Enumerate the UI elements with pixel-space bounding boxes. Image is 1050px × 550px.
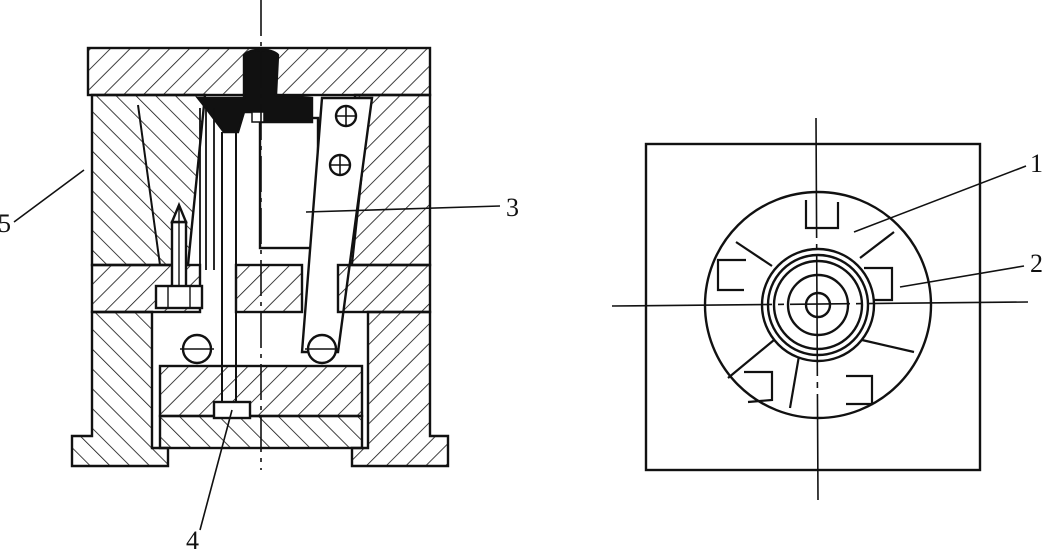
callout-1: 1 (1030, 149, 1043, 178)
sprue-runner (195, 48, 314, 134)
core-insert (258, 116, 320, 250)
sprue-hole (804, 291, 832, 319)
callout-5: 5 (0, 209, 11, 238)
support-plate-right (336, 263, 432, 314)
callout-2: 2 (1030, 249, 1043, 278)
hub-inner (786, 273, 850, 337)
callout-leaders-left (13, 169, 501, 531)
spacer-block-right (350, 310, 450, 468)
support-plate-mid (234, 263, 304, 314)
section-view (70, 0, 450, 470)
callout-4: 4 (186, 526, 199, 550)
runner-spokes (727, 231, 915, 409)
spacer-block-left (70, 310, 170, 468)
plan-view (611, 117, 1029, 501)
center-axis-vertical (815, 117, 819, 501)
callout-3: 3 (506, 193, 519, 222)
gate-notches (716, 200, 894, 406)
callout-leaders-right (853, 165, 1027, 288)
center-axis-horizontal (611, 301, 1029, 307)
inclined-slide (300, 96, 374, 354)
